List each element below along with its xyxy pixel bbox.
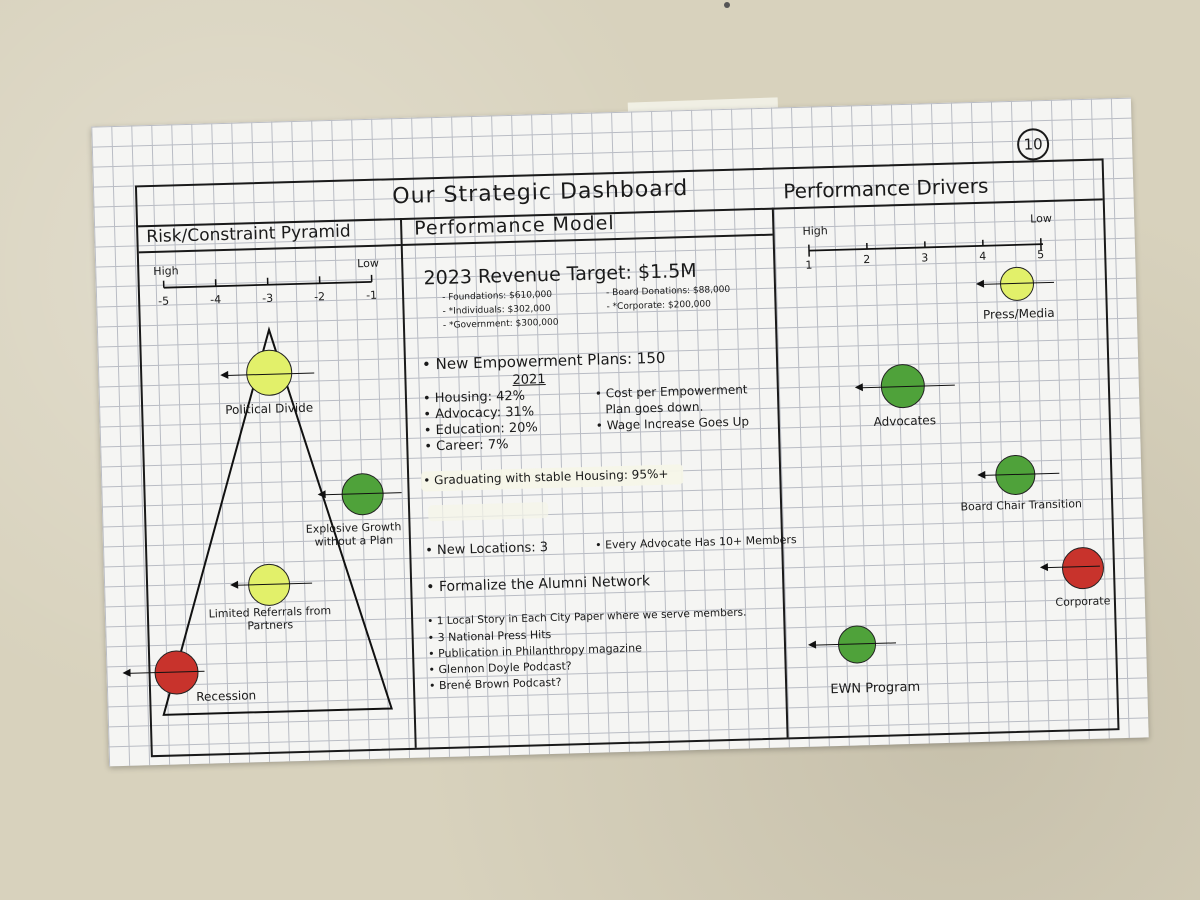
plan-category: • Housing: 42% [422,388,526,407]
revenue-line: - *Corporate: $200,000 [606,299,712,313]
revenue-line: - *Government: $300,000 [442,317,559,331]
performance-model-panel: Performance Model 2023 Revenue Target: $… [399,207,797,748]
performance-drivers-panel: Performance Drivers High Low 1 2 3 4 5 P… [772,174,1118,737]
risk-tick-label: -2 [313,290,326,304]
advocate-members: • Every Advocate Has 10+ Members [594,533,797,552]
pyramid-outline [162,326,393,716]
recession-label: Recession [196,688,257,704]
corporate-marker [1061,546,1105,590]
limited-referrals-label: Limited Referrals from Partners [208,604,332,633]
page-title: Our Strategic Dashboard [391,176,689,210]
explosive-growth-label: Explosive Growth without a Plan [305,520,402,549]
revenue-line: - Board Donations: $88,000 [605,284,731,299]
press-line: • 1 Local Story in Each City Paper where… [427,606,747,628]
risk-tick-label: -4 [209,293,222,307]
dashboard-frame: Our Strategic Dashboard Risk/Constraint … [124,158,1120,758]
drivers-axis-drawing [808,238,1043,257]
risk-pyramid-panel: Risk/Constraint Pyramid High Low -5 -4 -… [124,218,417,756]
erased-text-smudge [427,502,549,522]
plan-note: • Wage Increase Goes Up [595,414,750,433]
plan-note: • Cost per Empowerment [594,382,748,401]
board-chair-transition-label: Board Chair Transition [960,497,1083,514]
press-line: • Brené Brown Podcast? [428,675,562,693]
revenue-target: 2023 Revenue Target: $1.5M [423,259,697,290]
drivers-tick-label: 4 [979,249,987,263]
page-number: 10 [1016,127,1050,161]
performance-model-heading: Performance Model [413,212,615,240]
advocates-label: Advocates [873,413,937,429]
new-locations: • New Locations: 3 [425,540,549,559]
press-line: • 3 National Press Hits [427,628,552,645]
drivers-tick-label: 3 [921,251,929,265]
ewn-program-label: EWN Program [830,679,921,698]
wall-screw [724,2,730,8]
risk-tick-label: -3 [261,291,274,305]
corporate-label: Corporate [1055,594,1111,609]
drivers-axis-line [808,243,1043,252]
risk-pyramid-drawing [162,274,393,716]
press-media-label: Press/Media [982,305,1055,322]
drivers-tick-label: 2 [863,252,871,267]
revenue-line: - Foundations: $610,000 [442,289,553,303]
revenue-line: - *Individuals: $302,000 [442,303,551,317]
risk-tick-label: -1 [365,288,378,303]
plan-category: • Education: 20% [423,420,538,439]
alumni-network: • Formalize the Alumni Network [426,573,651,596]
plan-category: • Advocacy: 31% [423,404,535,423]
risk-tick-label: -5 [157,294,170,308]
empowerment-plans: • New Empowerment Plans: 150 [421,348,666,374]
strategic-dashboard-poster: 10 Our Strategic Dashboard Risk/Constrai… [91,97,1149,767]
plan-note: Plan goes down. [605,399,704,417]
press-line: • Glennon Doyle Podcast? [428,659,572,677]
press-line: • Publication in Philanthropy magazine [427,641,643,661]
plan-category: • Career: 7% [424,437,509,455]
risk-axis-line [163,280,372,289]
drivers-tick-label: 5 [1037,248,1045,262]
drivers-tick-label: 1 [805,258,813,272]
plans-year: 2021 [512,372,546,388]
